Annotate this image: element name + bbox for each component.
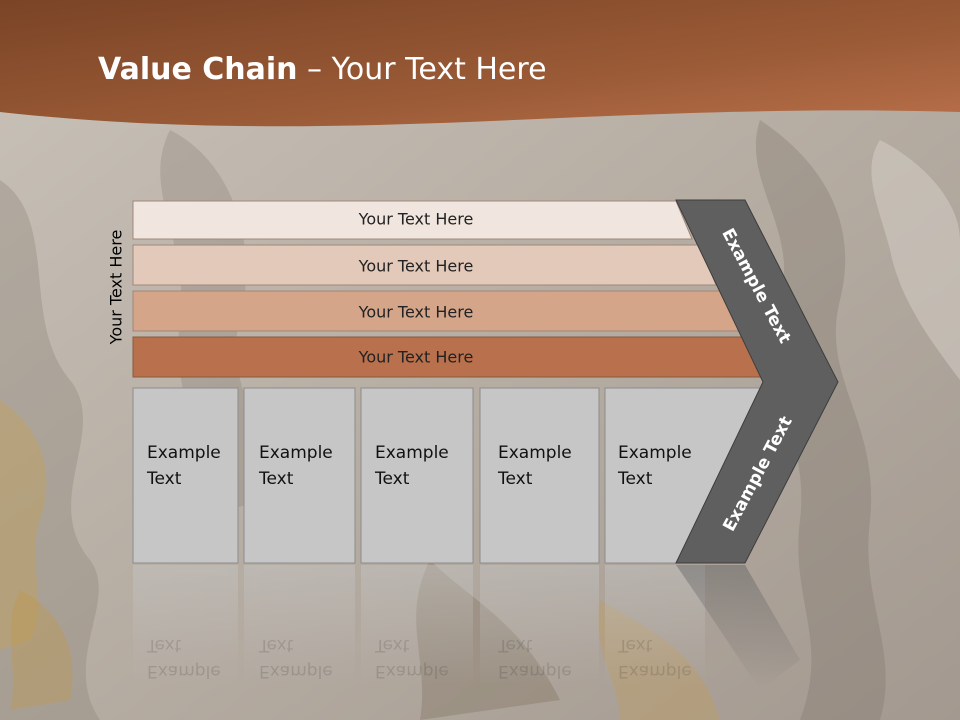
bar-1-label: Your Text Here [358,209,474,229]
box-2-label-reflection: Example Text [259,632,349,684]
reflect-line2: Text [259,635,294,655]
box-3 [360,387,474,564]
box-1-reflection [133,565,238,685]
box-5-line1: Example [618,443,692,463]
box-4-line1: Example [498,443,572,463]
bar-3-label: Your Text Here [358,302,474,322]
chevron-reflection [676,565,800,690]
bar-2 [132,244,717,286]
box-1 [132,387,239,564]
reflect-line1: Example [498,661,572,681]
box-4-label-reflection: Example Text [498,632,588,684]
box-3-line1: Example [375,443,449,463]
box-2 [243,387,356,564]
reflect-line2: Text [618,635,653,655]
title-bold: Value Chain [98,52,298,87]
box-2-line1: Example [259,443,333,463]
chevron-arrow [675,199,839,564]
box-1-line2: Text [147,469,182,489]
box-5-label-reflection: Example Text [618,632,708,684]
reflect-line1: Example [147,661,221,681]
reflect-line1: Example [375,661,449,681]
bar-4-label: Your Text Here [358,347,474,367]
title-rest: – Your Text Here [297,52,547,87]
reflect-line2: Text [375,635,410,655]
header-band [0,0,960,127]
box-1-label-reflection: Example Text [147,632,237,684]
reflect-line1: Example [259,661,333,681]
box-3-label-reflection: Example Text [375,632,465,684]
box-4 [479,387,600,564]
box-4-reflection [480,565,599,685]
box-3-line2: Text [375,469,410,489]
reflect-line2: Text [147,635,182,655]
box-1-line1: Example [147,443,221,463]
box-5-reflection [605,565,705,685]
reflect-line1: Example [618,661,692,681]
box-2-line2: Text [259,469,294,489]
bar-2-label: Your Text Here [358,256,474,276]
box-2-reflection [244,565,355,685]
reflect-line2: Text [498,635,533,655]
box-5-line2: Text [618,469,653,489]
box-3-reflection [361,565,473,685]
box-4-line2: Text [498,469,533,489]
page-title: Value Chain – Your Text Here [98,52,547,87]
bar-1 [132,200,693,240]
